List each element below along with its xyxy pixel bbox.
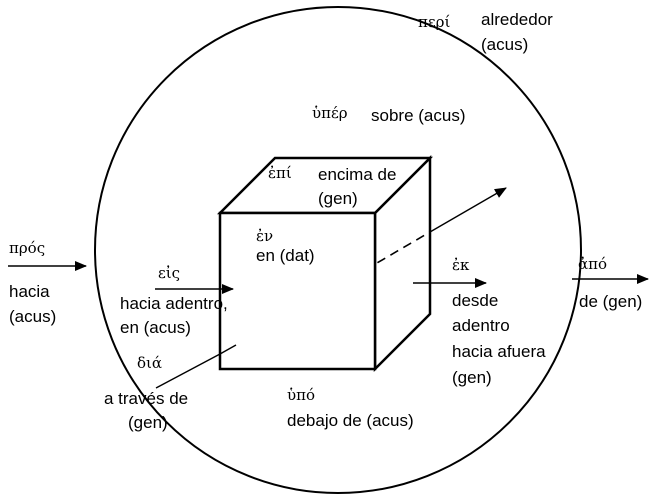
peri-gloss-line2: (acus) — [481, 35, 529, 54]
cube-front-face — [218, 211, 377, 371]
dia-line-outside — [155, 353, 221, 389]
hupo-greek: ὑπό — [287, 386, 316, 404]
eis-gloss-line1: hacia adentro, — [120, 294, 228, 313]
apo-greek: ἀπό — [578, 255, 608, 273]
epi-greek: ἐπί — [268, 164, 292, 182]
pros-gloss-line2: (acus) — [9, 307, 57, 326]
en-gloss: en (dat) — [256, 246, 315, 265]
eis-gloss-line2: en (acus) — [120, 318, 191, 337]
huper-greek: ὑπέρ — [312, 104, 348, 122]
ek-gloss-line4: (gen) — [452, 368, 492, 387]
hupo-gloss: debajo de (acus) — [287, 411, 414, 430]
dia-line-front — [219, 344, 237, 355]
dia-gloss-line2: (gen) — [128, 413, 168, 432]
pros-greek: πρός — [9, 239, 46, 257]
dia-line-exit — [429, 187, 507, 233]
surrounding-circle — [94, 6, 582, 494]
dia-greek: διά — [137, 354, 163, 372]
apo-gloss: de (gen) — [579, 292, 643, 311]
ek-gloss-line2: adentro — [452, 316, 510, 335]
huper-gloss: sobre (acus) — [371, 106, 466, 125]
ek-gloss-line3: hacia afuera — [452, 342, 546, 361]
en-greek: ἐν — [256, 227, 274, 245]
peri-gloss-line1: alrededor — [481, 10, 553, 29]
ek-gloss-line1: desde — [452, 291, 499, 310]
epi-gloss-line2: (gen) — [318, 189, 358, 208]
dia-gloss-line1: a través de — [104, 389, 189, 408]
pros-gloss-line1: hacia — [9, 282, 50, 301]
peri-greek: περί — [418, 13, 451, 31]
eis-greek: εἰς — [158, 264, 181, 282]
ek-greek: ἐκ — [452, 256, 470, 274]
epi-gloss-line1: encima de — [318, 165, 397, 184]
